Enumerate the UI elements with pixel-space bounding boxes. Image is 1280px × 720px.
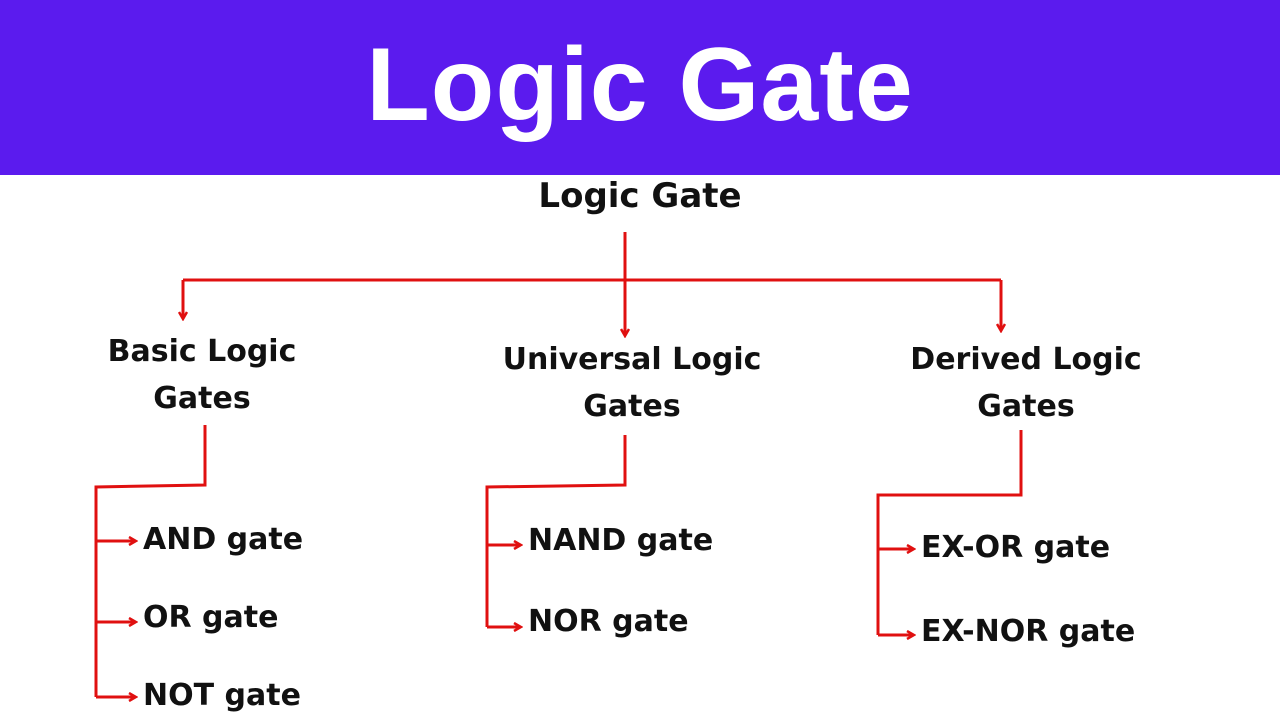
gate-nor: NOR gate [528, 604, 689, 639]
category-universal-line2: Gates [583, 389, 681, 424]
gate-and: AND gate [143, 522, 304, 557]
category-derived-line1: Derived Logic [910, 342, 1142, 377]
category-basic-line2: Gates [153, 381, 251, 416]
category-universal: Universal Logic Gates [503, 336, 762, 430]
category-basic-line1: Basic Logic [107, 334, 297, 369]
category-derived: Derived Logic Gates [910, 336, 1141, 430]
gate-nand: NAND gate [528, 523, 714, 558]
basic-branch [94, 425, 207, 697]
gate-exnor: EX-NOR gate [921, 614, 1136, 649]
banner-title: Logic Gate [366, 27, 914, 143]
category-derived-line2: Gates [977, 389, 1075, 424]
gate-not: NOT gate [143, 678, 301, 713]
category-universal-line1: Universal Logic [502, 342, 762, 377]
root-node: Logic Gate [538, 176, 742, 216]
derived-branch [876, 430, 1023, 635]
category-basic: Basic Logic Gates [108, 328, 297, 422]
gate-or: OR gate [143, 600, 279, 635]
gate-exor: EX-OR gate [921, 530, 1111, 565]
universal-branch [485, 435, 627, 627]
title-banner: Logic Gate [0, 0, 1280, 175]
